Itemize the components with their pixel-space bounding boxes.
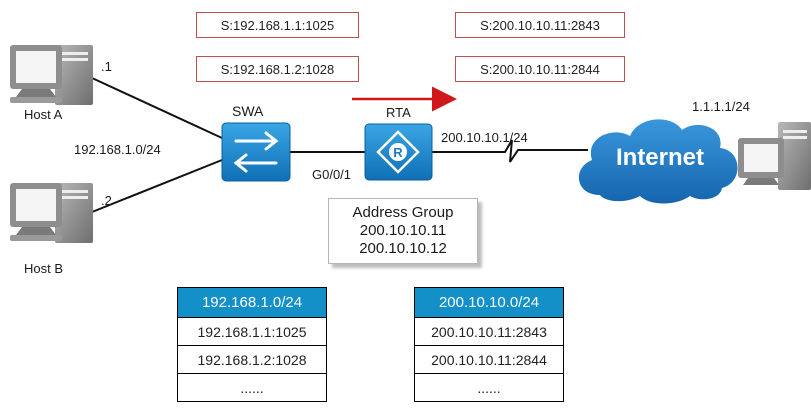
host-a-label: Host A (24, 107, 63, 122)
outside-address-table: 200.10.10.0/24 200.10.10.11:2843 200.10.… (414, 287, 564, 402)
link-rta-internet (432, 139, 588, 163)
internet-cloud-icon (578, 119, 738, 204)
table-row: 192.168.1.1:1025 (177, 317, 327, 346)
host-b-iface-label: .2 (101, 193, 112, 208)
server-ip-label: 1.1.1.1/24 (692, 99, 750, 114)
rta-wan-ip-label: 200.10.10.1/24 (441, 130, 528, 145)
private-source-box: S:192.168.1.2:1028 (196, 56, 359, 82)
host-b-label: Host B (24, 261, 64, 276)
table-row: ...... (414, 373, 564, 402)
table-row: ...... (177, 373, 327, 402)
link-hosta-swa (91, 77, 223, 139)
network-label: 192.168.1.0/24 (74, 142, 161, 157)
switch-swa-icon (221, 122, 291, 182)
table-row: 200.10.10.11:2843 (414, 317, 564, 346)
links (91, 77, 588, 213)
private-source-box: S:192.168.1.1:1025 (196, 12, 359, 38)
host-a-iface-label: .1 (101, 59, 112, 74)
address-group-box: Address Group 200.10.10.11 200.10.10.12 (328, 198, 478, 264)
address-group-title: Address Group (352, 204, 454, 221)
address-group-item: 200.10.10.12 (359, 240, 447, 257)
rta-label: RTA (386, 105, 411, 120)
table-header: 200.10.10.0/24 (414, 287, 564, 318)
table-row: 200.10.10.11:2844 (414, 345, 564, 374)
inside-address-table: 192.168.1.0/24 192.168.1.1:1025 192.168.… (177, 287, 327, 402)
public-source-box: S:200.10.10.11:2844 (455, 56, 625, 82)
table-row: 192.168.1.2:1028 (177, 345, 327, 374)
host-b-computer-icon (10, 183, 93, 243)
svg-text:R: R (393, 145, 403, 160)
address-group-item: 200.10.10.11 (359, 222, 447, 239)
table-header: 192.168.1.0/24 (177, 287, 327, 318)
host-a-computer-icon (10, 45, 93, 105)
internet-label: Internet (615, 144, 704, 171)
router-rta-icon: R (364, 123, 433, 181)
swa-label: SWA (232, 103, 264, 119)
server-computer-icon (738, 122, 811, 190)
public-source-box: S:200.10.10.11:2843 (455, 12, 625, 38)
rta-interface-label: G0/0/1 (312, 167, 352, 182)
link-hostb-swa (91, 159, 223, 213)
